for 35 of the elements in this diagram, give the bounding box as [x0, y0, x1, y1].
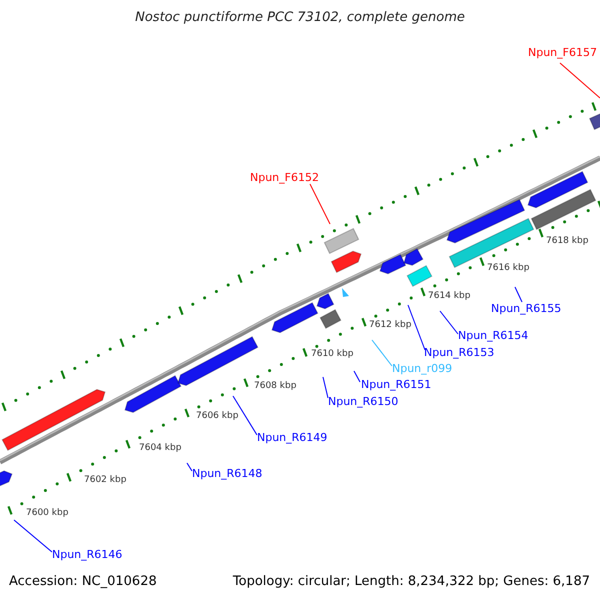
tick-label: 7604 kbp: [139, 444, 182, 453]
title: Nostoc punctiforme PCC 73102, complete genome: [134, 11, 466, 24]
leader-line: [310, 184, 330, 224]
leader-line: [440, 310, 458, 334]
gene-label: Npun_F6152: [250, 172, 319, 183]
tick-label: 7606 kbp: [196, 412, 238, 421]
tick-label: 7612 kbp: [369, 321, 412, 330]
leader-line: [514, 286, 522, 302]
gene-label: Npun_R6150: [328, 396, 398, 407]
gene-label: Npun_R6148: [192, 468, 262, 479]
gene-label: Npun_R6153: [424, 347, 494, 358]
leader-line: [408, 304, 426, 350]
tick-label: 7600 kbp: [26, 509, 68, 518]
leader-line: [560, 62, 600, 98]
gene-label: Npun_R6155: [491, 303, 562, 314]
gene-label: Npun_R6146: [52, 549, 122, 560]
tick-label: 7618 kbp: [546, 237, 588, 246]
gene-label: Npun_r099: [392, 363, 452, 374]
gene-label: Npun_F6157: [528, 47, 597, 58]
gene-label: Npun_R6154: [458, 330, 528, 341]
leader-line: [14, 520, 52, 552]
tick-label: 7616 kbp: [487, 264, 530, 273]
tick-label: 7614 kbp: [428, 292, 470, 301]
tick-label: 7608 kbp: [254, 382, 296, 391]
gene-label: Npun_R6149: [257, 432, 328, 443]
leader-line: [232, 396, 258, 436]
leader-line: [354, 370, 360, 382]
tick-label: 7602 kbp: [84, 476, 126, 485]
leader-line: [372, 340, 392, 366]
tick-label: 7610 kbp: [311, 350, 354, 359]
gene-label: Npun_R6151: [361, 379, 432, 390]
leader-line: [322, 376, 328, 398]
accession-text: Accession: NC_010628: [9, 575, 157, 588]
leader-line: [186, 462, 192, 472]
genome-info-text: Topology: circular; Length: 8,234,322 bp; Genes: 6,187: [232, 575, 590, 588]
